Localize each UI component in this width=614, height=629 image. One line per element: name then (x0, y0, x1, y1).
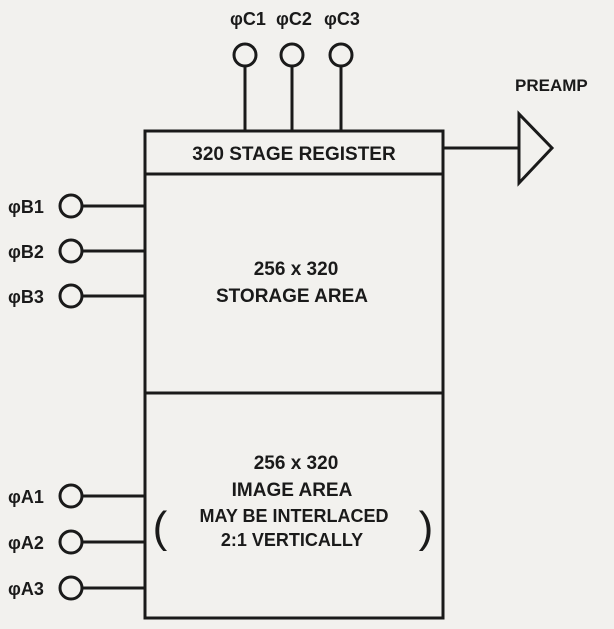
image-size-label: 256 x 320 (254, 453, 339, 474)
storage-size-label: 256 x 320 (254, 259, 339, 280)
left-paren: ( (153, 503, 168, 552)
pin-b2: φB2 (8, 238, 145, 264)
pin-b2-label: φB2 (8, 242, 44, 262)
storage-area-label: STORAGE AREA (216, 286, 368, 307)
preamp-triangle (517, 110, 555, 187)
pin-c3-label: φC3 (324, 9, 360, 29)
pin-a1-label: φA1 (8, 487, 44, 507)
pin-a2-label: φA2 (8, 533, 44, 553)
image-area-label: IMAGE AREA (232, 480, 353, 501)
vertical-label: 2:1 VERTICALLY (221, 530, 363, 550)
right-paren: ) (419, 503, 434, 552)
pin-a2: φA2 (8, 529, 145, 555)
pin-c2: φC2 (276, 9, 312, 131)
pin-b1: φB1 (8, 193, 145, 219)
main-block-outline (143, 129, 445, 620)
pin-c3: φC3 (324, 9, 360, 131)
preamp-label: PREAMP (515, 76, 588, 95)
pin-c1: φC1 (230, 9, 266, 131)
pin-c1-label: φC1 (230, 9, 266, 29)
pin-a3-label: φA3 (8, 579, 44, 599)
register-label: 320 STAGE REGISTER (192, 144, 396, 165)
pin-b1-label: φB1 (8, 197, 44, 217)
pin-a3: φA3 (8, 575, 145, 601)
pin-a1: φA1 (8, 483, 145, 509)
pin-b3-label: φB3 (8, 287, 44, 307)
pin-b3: φB3 (8, 283, 145, 309)
pin-c2-label: φC2 (276, 9, 312, 29)
interlace-label: MAY BE INTERLACED (199, 506, 388, 526)
